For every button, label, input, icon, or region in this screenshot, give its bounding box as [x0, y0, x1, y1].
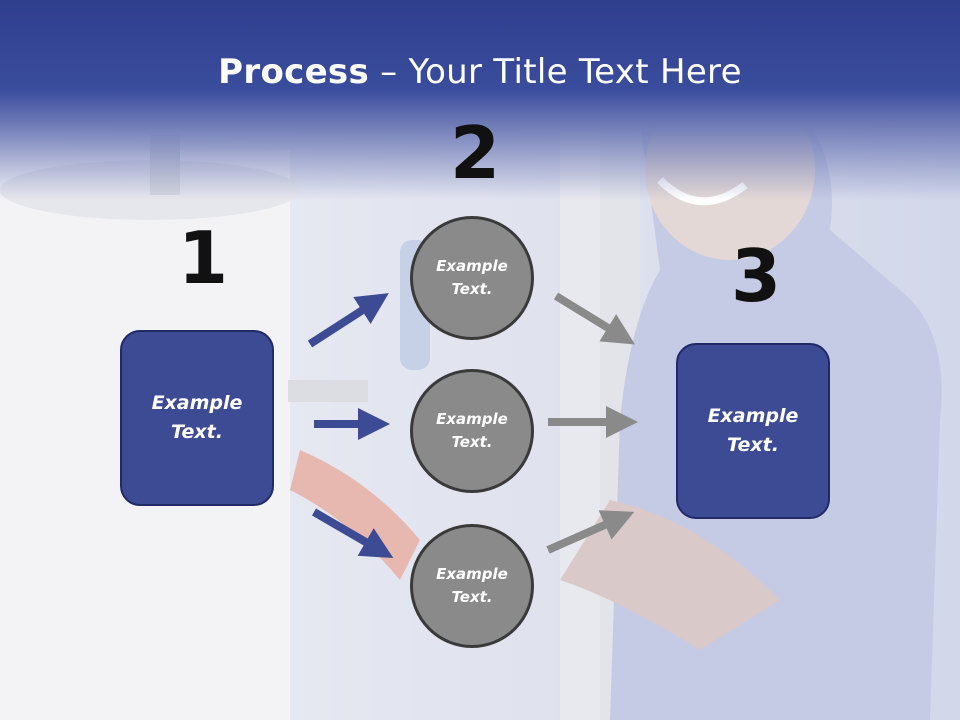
slide-title: Process – Your Title Text Here: [0, 52, 960, 92]
title-bold: Process: [218, 52, 370, 92]
step-3-box: Example Text.: [676, 343, 830, 519]
step-3-text: Example Text.: [707, 405, 799, 456]
step-number-3: 3: [731, 234, 782, 318]
step-number-2: 2: [450, 111, 501, 195]
title-rest: – Your Title Text Here: [369, 52, 742, 92]
step-1-text: Example Text.: [151, 392, 243, 443]
step-1-box: Example Text.: [120, 330, 274, 506]
step-2-circle-3-text: Example Text.: [436, 565, 508, 606]
step-2-circle-1-text: Example Text.: [436, 257, 508, 298]
step-2-circle-2-text: Example Text.: [436, 410, 508, 451]
step-2-circle-1: Example Text.: [410, 216, 534, 340]
step-2-circle-3: Example Text.: [410, 524, 534, 648]
header-band: [0, 0, 960, 200]
step-2-circle-2: Example Text.: [410, 369, 534, 493]
step-number-1: 1: [178, 216, 229, 300]
